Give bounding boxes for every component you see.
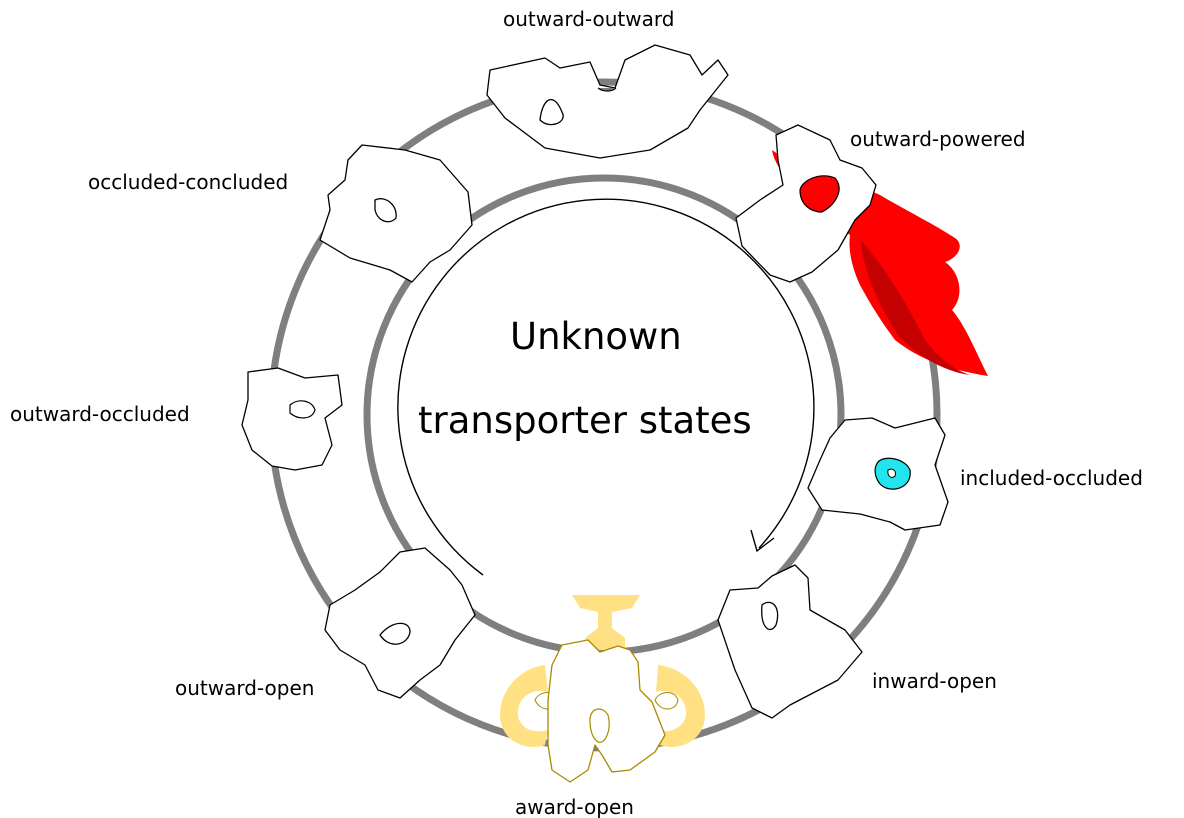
transporter-shape-included-occluded xyxy=(807,417,949,531)
transporter-shape-award-open xyxy=(500,595,705,783)
center-title-line-2: transporter states xyxy=(418,399,752,442)
transporter-shape-outward-powered xyxy=(735,124,988,376)
label-included-occluded: included-occluded xyxy=(960,466,1143,490)
label-outward-occluded: outward-occluded xyxy=(10,402,190,426)
transporter-shape-outward-occluded xyxy=(241,367,343,471)
transporter-shape-inward-open xyxy=(717,564,863,719)
cycle-arrow-icon xyxy=(397,198,815,576)
transporter-shape-outward-open xyxy=(324,547,476,699)
label-award-open: award-open xyxy=(515,795,634,818)
transporter-shape-occluded-concluded xyxy=(319,144,473,283)
label-inward-open: inward-open xyxy=(872,669,997,693)
label-outward-outward: outward-outward xyxy=(503,7,675,31)
transporter-shape-outward-outward xyxy=(486,44,729,159)
label-outward-powered: outward-powered xyxy=(850,127,1026,151)
center-title-line-1: Unknown xyxy=(510,315,682,358)
label-occluded-concluded: occluded-concluded xyxy=(88,170,289,194)
label-outward-open: outward-open xyxy=(175,676,315,700)
